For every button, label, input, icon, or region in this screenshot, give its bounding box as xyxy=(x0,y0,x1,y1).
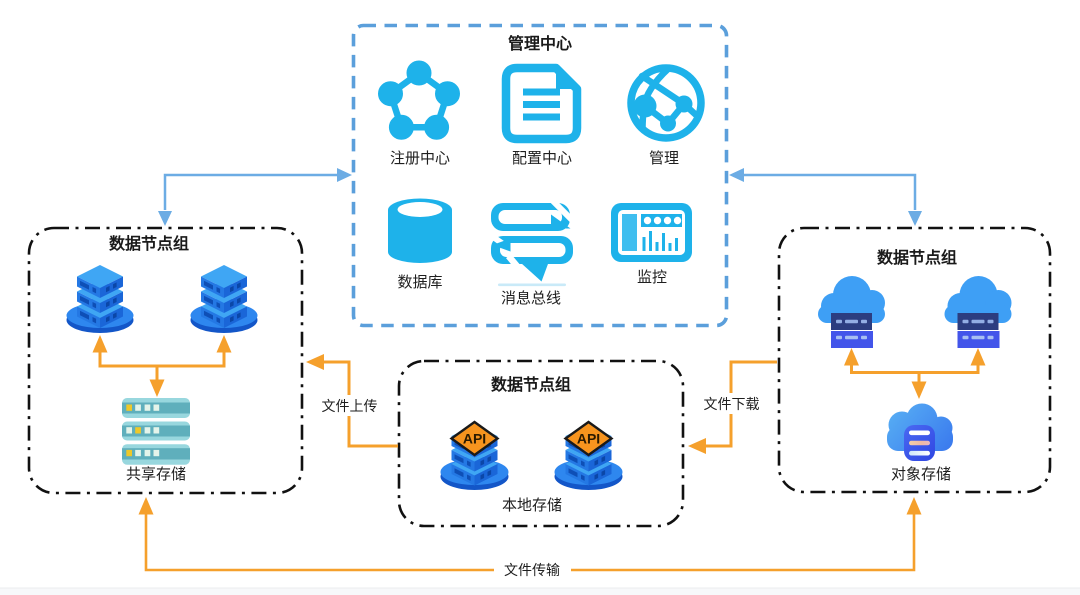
left-group-title: 数据节点组 xyxy=(109,234,189,253)
arrowhead-down-icon xyxy=(149,379,165,397)
upload-connector: 文件上传 xyxy=(306,354,398,448)
management-center-title: 管理中心 xyxy=(508,34,572,53)
left-group-border xyxy=(27,226,304,495)
message-bus-label: 消息总线 xyxy=(501,290,561,307)
config-label: 配置中心 xyxy=(512,150,572,167)
blue-connector-left xyxy=(158,168,352,226)
arrowhead-left-icon xyxy=(729,168,744,182)
registry-label: 注册中心 xyxy=(390,150,450,167)
center-group-border xyxy=(397,359,685,528)
arrowhead-down-icon xyxy=(908,211,922,226)
download-label-bg xyxy=(700,393,763,414)
center-group-title: 数据节点组 xyxy=(491,375,571,394)
api-badge: API xyxy=(463,431,486,447)
local-storage-label: 本地存储 xyxy=(502,497,562,514)
config-document-icon xyxy=(501,63,582,144)
api-badge: API xyxy=(577,431,600,447)
arrowhead-up-icon xyxy=(92,335,108,353)
arrowhead-up-icon xyxy=(970,348,986,366)
blue-connector-right xyxy=(729,168,922,226)
upload-label: 文件上传 xyxy=(322,398,378,414)
arrowhead-right-icon xyxy=(337,168,352,182)
right-group-title: 数据节点组 xyxy=(877,248,957,267)
monitor-label: 监控 xyxy=(637,269,667,286)
object-storage-label: 对象存储 xyxy=(891,466,951,483)
registry-network-icon xyxy=(378,60,460,140)
download-connector: 文件下载 xyxy=(688,360,777,454)
message-bus-icon xyxy=(485,198,578,289)
cloud-server-icon xyxy=(818,276,885,348)
right-data-node-group: 数据节点组 对象存储 xyxy=(777,226,1052,494)
arrowhead-down-icon xyxy=(911,381,927,399)
arrowhead-up-icon xyxy=(138,497,154,515)
left-group-arrows xyxy=(98,352,226,381)
footer-strip xyxy=(0,588,1080,595)
object-storage-icon xyxy=(887,403,953,461)
isometric-server-icon xyxy=(67,265,134,333)
database-label: 数据库 xyxy=(397,274,442,291)
manage-label: 管理 xyxy=(649,150,679,167)
right-group-border xyxy=(777,226,1052,494)
download-label: 文件下载 xyxy=(704,396,760,412)
shared-storage-icon xyxy=(122,398,190,465)
isometric-server-icon xyxy=(191,265,258,333)
database-cylinder-icon xyxy=(388,198,452,263)
arrowhead-left-icon xyxy=(688,438,706,454)
left-data-node-group: 数据节点组 共享存储 xyxy=(27,226,304,495)
shared-storage-label: 共享存储 xyxy=(126,466,186,483)
manage-globe-icon xyxy=(627,64,705,142)
transfer-label: 文件传输 xyxy=(504,562,560,578)
arrowhead-left-icon xyxy=(306,354,324,370)
right-group-arrows xyxy=(850,365,980,383)
management-center-border xyxy=(351,23,729,328)
monitor-dashboard-icon xyxy=(611,203,692,262)
footer-divider xyxy=(0,587,1080,589)
center-data-node-group: 数据节点组 API API 本地存储 xyxy=(397,359,685,528)
arrowhead-down-icon xyxy=(158,211,172,226)
transfer-connector: 文件传输 xyxy=(138,497,922,580)
cloud-server-icon xyxy=(944,276,1012,348)
arrowhead-up-icon xyxy=(844,348,859,366)
transfer-label-bg xyxy=(494,560,571,580)
arrowhead-up-icon xyxy=(906,497,922,515)
arrowhead-up-icon xyxy=(216,335,232,353)
upload-label-bg xyxy=(318,395,381,416)
management-center-group: 管理中心 注册中心 配 xyxy=(351,23,729,328)
